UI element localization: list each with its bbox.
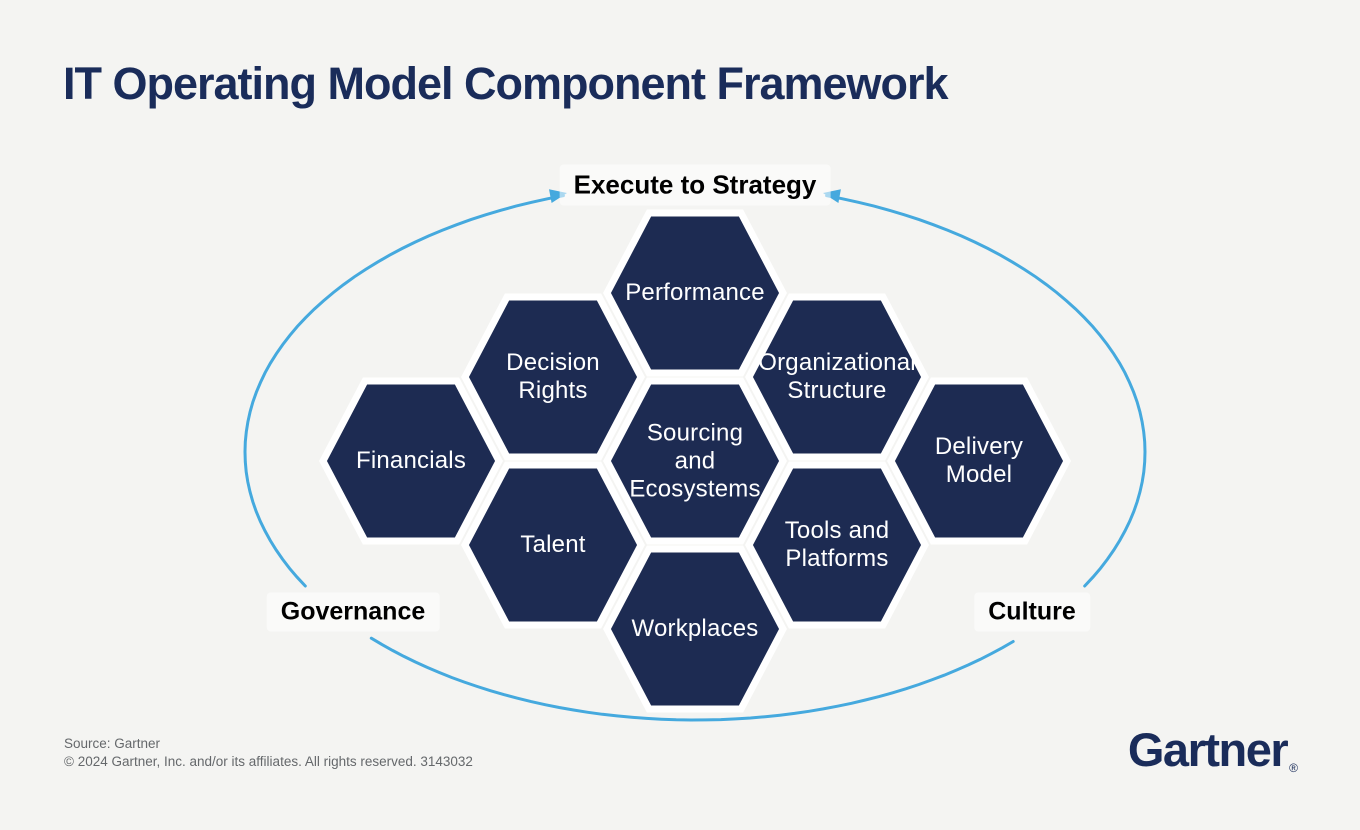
copyright-note: © 2024 Gartner, Inc. and/or its affiliat… [64,753,473,769]
hexagon-decision-rights [461,293,645,461]
hexagon-financials [319,377,503,545]
registered-trademark-icon: ® [1289,761,1298,775]
cycle-label-culture: Culture [974,592,1090,632]
hexagon-label-financials: Financials [355,447,467,475]
hexagon-performance [603,209,787,377]
footer: Source: Gartner © 2024 Gartner, Inc. and… [64,735,473,770]
hexagon-delivery-model [887,377,1071,545]
hexagon-label-workplaces: Workplaces [631,615,759,643]
hexagon-label-organizational-structure: Organizational Structure [758,349,916,404]
cycle-arc-right [825,194,1147,588]
cycle-label-governance: Governance [266,592,440,632]
gartner-logo: Gartner® [1127,723,1298,776]
cycle-label-execute-to-strategy: Execute to Strategy [559,164,831,206]
hexagon-sourcing-and-ecosystems [603,377,787,545]
cycle-arc-left [243,194,565,588]
hexagon-group [319,209,1071,713]
hexagon-label-performance: Performance [625,279,765,307]
hexagon-label-tools-and-platforms: Tools and Platforms [784,517,890,572]
gartner-logo-text: Gartner [1127,723,1289,776]
hexagon-workplaces [603,545,787,713]
source-note: Source: Gartner [64,736,161,751]
hexagon-organizational-structure [745,293,929,461]
hexagon-label-talent: Talent [520,531,586,559]
hexagon-label-delivery-model: Delivery Model [934,433,1024,488]
hexagon-label-decision-rights: Decision Rights [506,349,600,404]
cycle-arcs [243,189,1147,722]
cycle-arc-bottom [369,636,1015,722]
page-title: IT Operating Model Component Framework [63,58,949,109]
hexagon-talent [461,461,645,629]
hexagon-tools-and-platforms [745,461,929,629]
hexagon-label-sourcing-and-ecosystems: Sourcing and Ecosystems [629,419,761,502]
